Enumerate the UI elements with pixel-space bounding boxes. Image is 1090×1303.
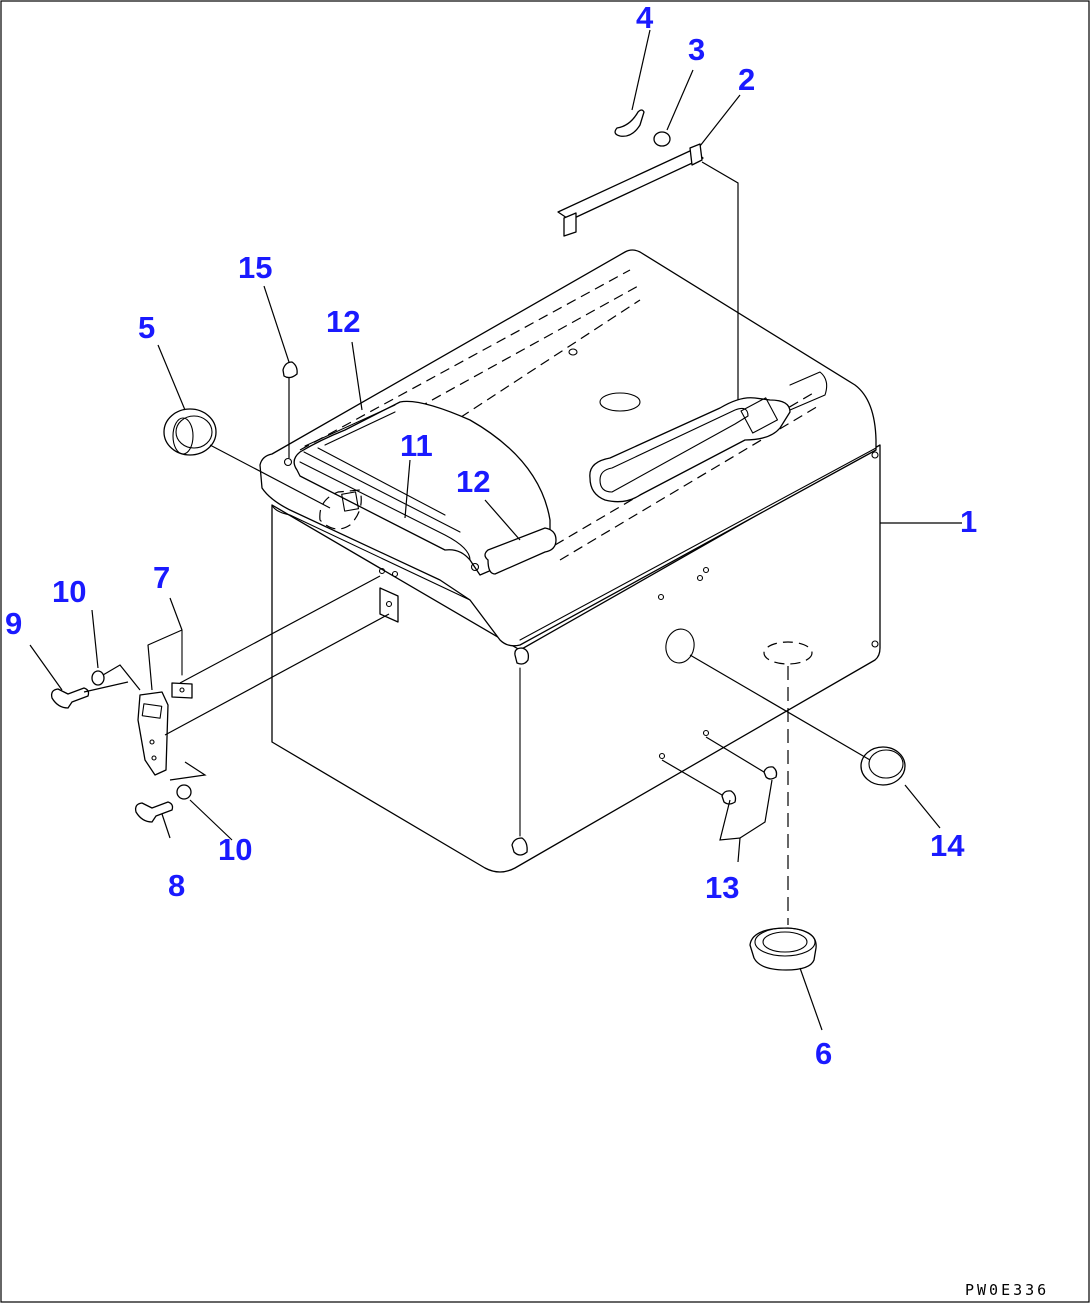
- callout-12-upper: 12: [326, 304, 360, 339]
- latch-7: [137, 629, 193, 776]
- callout-6: 6: [815, 1036, 832, 1071]
- cap-5: [163, 408, 217, 456]
- callout-7: 7: [153, 560, 170, 595]
- grommet-13a: [721, 790, 737, 805]
- callout-4: 4: [636, 0, 654, 35]
- callout-10-upper: 10: [52, 574, 86, 609]
- callout-11: 11: [400, 428, 433, 463]
- washer-3: [653, 131, 671, 147]
- tank-body: [259, 249, 881, 873]
- drawing-code: PW0E336: [965, 1281, 1049, 1299]
- callout-14: 14: [930, 828, 965, 863]
- plug-14: [860, 746, 906, 786]
- wing-bolt-4: [614, 109, 645, 137]
- callout-13: 13: [705, 870, 739, 905]
- stay-bar: [557, 143, 704, 237]
- callout-15: 15: [238, 250, 272, 285]
- washer-10-lower: [176, 784, 192, 800]
- bolt-15: [282, 361, 298, 379]
- callout-12-lower: 12: [456, 464, 490, 499]
- callout-5: 5: [138, 310, 155, 345]
- callout-10-lower: 10: [218, 832, 252, 867]
- callouts: 1 2 3 4 5 6 7 8 9 10 10 11 12 12 13 14 1…: [5, 0, 977, 1071]
- callout-1: 1: [960, 504, 977, 539]
- callout-2: 2: [738, 62, 755, 97]
- grommet-13b: [763, 766, 778, 780]
- washer-10-upper: [91, 670, 105, 686]
- callout-9: 9: [5, 606, 22, 641]
- leader-lines: [29, 29, 962, 1031]
- plug-6: [749, 927, 817, 971]
- callout-8: 8: [168, 868, 185, 903]
- callout-3: 3: [688, 32, 705, 67]
- bolt-8: [134, 801, 174, 823]
- bolt-9: [50, 687, 90, 709]
